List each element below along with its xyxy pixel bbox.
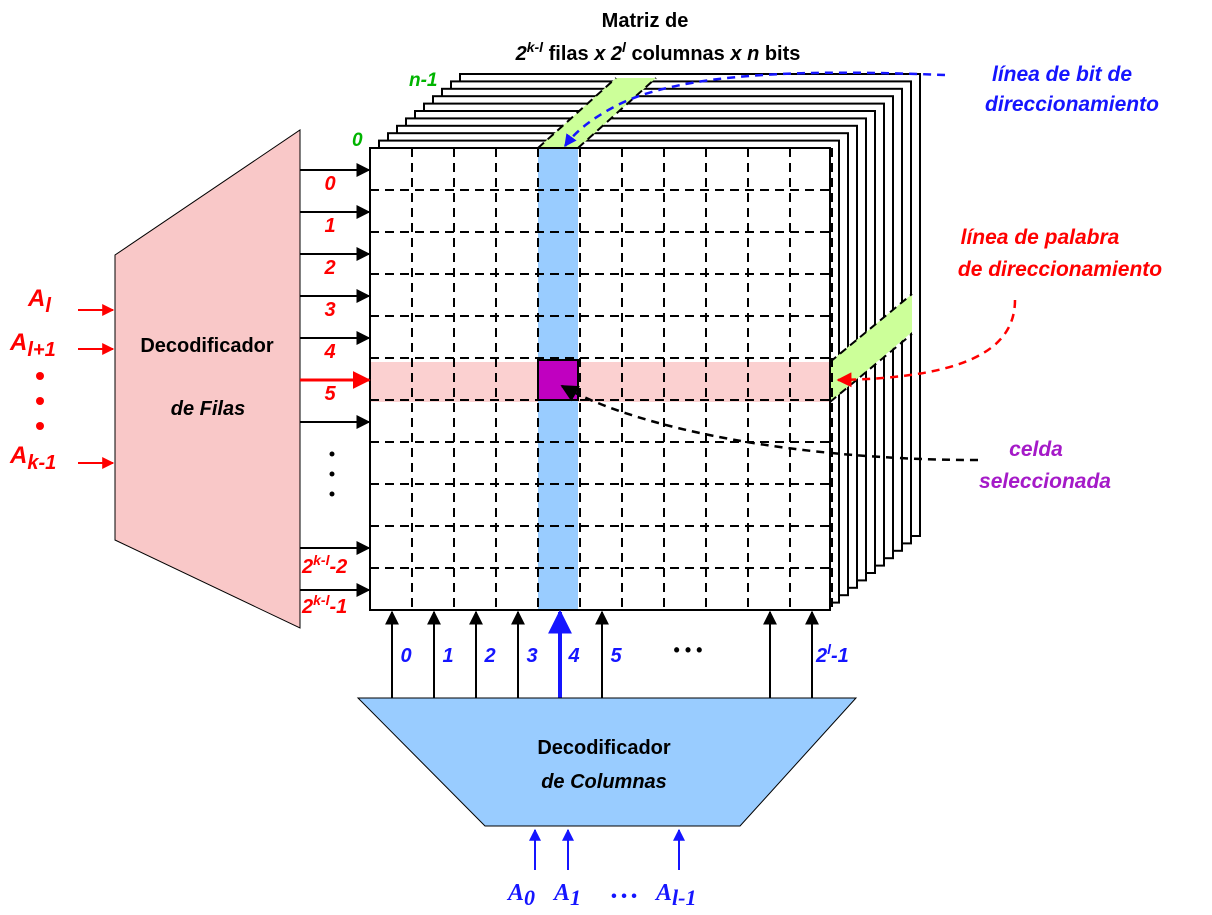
row-decoder xyxy=(114,129,301,629)
input-a-l: Al xyxy=(27,285,51,317)
row-label-second-last: 2k-l-2 xyxy=(301,552,347,578)
input-ellipsis-dot-2 xyxy=(36,397,44,405)
column-output-lines: 0 1 2 3 4 5 xyxy=(385,609,819,698)
column-label: 3 xyxy=(526,645,537,667)
word-line-plane-edge-bottom xyxy=(829,333,913,403)
row-decoder-title: Decodificador xyxy=(140,335,274,357)
column-label: 2 xyxy=(483,645,495,667)
column-decoder-title: Decodificador xyxy=(537,737,671,759)
bit-line-label-1: línea de bit de xyxy=(992,63,1132,86)
input-ellipsis-dot-3 xyxy=(36,422,44,430)
plane-label-first: 0 xyxy=(352,130,363,151)
row-ellipsis-dot-1 xyxy=(329,451,335,457)
row-label: 5 xyxy=(324,383,336,405)
input-ellipsis: • • • xyxy=(611,888,637,905)
input-a-k1: Ak-1 xyxy=(9,442,56,474)
bit-line-plane-edge-left xyxy=(537,77,617,149)
input-a-l1: Al+1 xyxy=(9,329,56,361)
input-al1: Al-1 xyxy=(654,880,696,910)
row-decoder-subtitle: de Filas xyxy=(171,398,245,420)
selected-cell xyxy=(537,359,579,401)
column-label: 4 xyxy=(567,645,579,667)
bit-line-plane-edge-right xyxy=(577,77,657,149)
input-a0: A0 xyxy=(506,880,535,910)
bit-line-pointer xyxy=(563,71,946,148)
cell-pointer xyxy=(560,384,979,462)
column-label: 1 xyxy=(442,645,453,667)
word-line-label-2: de direccionamiento xyxy=(958,258,1162,281)
cell-grid xyxy=(370,148,833,611)
title-line-1: Matriz de xyxy=(602,10,689,32)
row-label: 0 xyxy=(324,173,335,195)
bit-line-label-2: direccionamiento xyxy=(985,93,1159,116)
row-label: 4 xyxy=(323,341,335,363)
column-ellipsis: • • • xyxy=(674,640,703,660)
word-line-label-1: línea de palabra xyxy=(961,226,1120,249)
row-output-lines: 0 1 2 3 4 5 xyxy=(300,163,371,597)
column-label: 5 xyxy=(610,645,622,667)
row-label: 2 xyxy=(323,257,335,279)
title-line-2: 2k-l filas x 2l columnas x n bits xyxy=(515,39,801,65)
word-line-pointer xyxy=(836,299,1017,388)
plane-label-last: n-1 xyxy=(409,70,438,91)
bit-line-plane-highlight xyxy=(538,78,656,148)
column-label-last: 2l-1 xyxy=(815,641,849,667)
column-label: 0 xyxy=(400,645,411,667)
word-line-plane-edge-top xyxy=(829,293,913,363)
row-label-last: 2k-l-1 xyxy=(301,592,347,618)
row-label: 1 xyxy=(324,215,335,237)
row-ellipsis-dot-3 xyxy=(329,491,335,497)
row-label: 3 xyxy=(324,299,335,321)
cell-label-2: seleccionada xyxy=(979,470,1111,493)
column-decoder-subtitle: de Columnas xyxy=(541,771,667,793)
input-ellipsis-dot-1 xyxy=(36,372,44,380)
input-a1: A1 xyxy=(552,880,581,910)
row-ellipsis-dot-2 xyxy=(329,471,335,477)
column-decoder xyxy=(356,697,858,827)
selected-row xyxy=(370,362,830,402)
cell-label-1: celda xyxy=(1009,438,1063,461)
